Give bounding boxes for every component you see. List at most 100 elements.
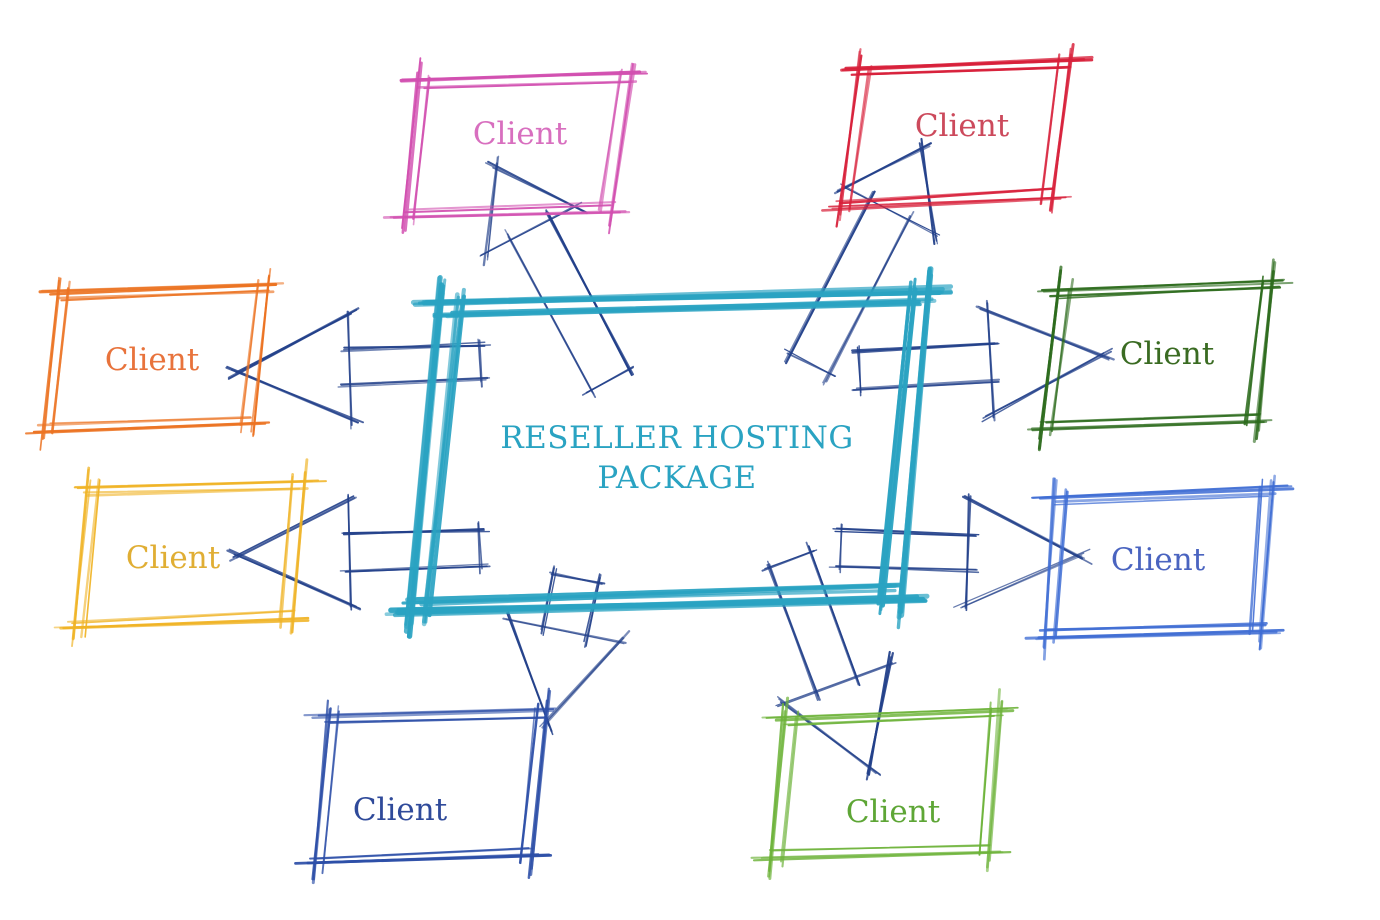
sketch-stroke xyxy=(404,61,423,232)
sketch-stroke xyxy=(519,707,536,865)
client-label: Client xyxy=(1111,542,1206,578)
sketch-stroke xyxy=(783,190,874,363)
client-box-light-green: Client xyxy=(750,688,1019,880)
sketch-stroke xyxy=(608,62,634,227)
sketch-stroke xyxy=(408,201,617,211)
sketch-stroke xyxy=(855,378,1001,390)
sketch-stroke xyxy=(1039,53,1061,206)
sketch-stroke xyxy=(1037,269,1063,450)
sketch-stroke xyxy=(761,707,1009,719)
sketch-stroke xyxy=(852,381,1000,391)
sketch-stroke xyxy=(1042,479,1058,649)
sketch-stroke xyxy=(777,662,897,708)
sketch-stroke xyxy=(880,287,918,608)
sketch-stroke xyxy=(876,286,913,606)
sketch-stroke xyxy=(545,637,625,723)
sketch-stroke xyxy=(60,289,270,302)
sketch-stroke xyxy=(399,70,642,82)
sketch-stroke xyxy=(768,844,990,851)
sketch-stroke xyxy=(311,709,555,719)
client-label: Client xyxy=(105,342,200,378)
sketch-stroke xyxy=(39,279,60,451)
sketch-stroke xyxy=(848,67,870,213)
center-title-line2: PACKAGE xyxy=(597,460,756,496)
sketch-stroke xyxy=(1038,487,1295,500)
sketch-stroke xyxy=(51,287,70,435)
sketch-stroke xyxy=(80,478,100,639)
client-label: Client xyxy=(1120,336,1215,372)
sketch-stroke xyxy=(985,688,1001,873)
sketch-stroke xyxy=(477,522,481,575)
sketch-stroke xyxy=(1024,630,1278,640)
sketch-stroke xyxy=(764,549,818,570)
sketch-stroke xyxy=(964,495,972,609)
sketch-stroke xyxy=(1040,279,1284,292)
sketch-stroke xyxy=(1252,261,1277,443)
sketch-stroke xyxy=(1039,412,1262,423)
sketch-stroke xyxy=(340,377,491,386)
sketch-stroke xyxy=(786,352,837,378)
sketch-stroke xyxy=(1035,632,1282,641)
sketch-stroke xyxy=(432,302,922,318)
sketch-stroke xyxy=(232,495,355,558)
sketch-stroke xyxy=(321,710,340,875)
sketch-stroke xyxy=(977,305,1110,361)
sketch-stroke xyxy=(403,275,443,634)
sketch-stroke xyxy=(424,290,942,305)
sketch-stroke xyxy=(412,76,431,220)
sketch-stroke xyxy=(228,548,357,608)
sketch-stroke xyxy=(828,196,1067,208)
sketch-stroke xyxy=(986,302,995,419)
sketch-stroke xyxy=(766,560,820,697)
sketch-stroke xyxy=(53,619,310,629)
sketch-stroke xyxy=(896,268,933,620)
sketch-stroke xyxy=(858,65,1072,76)
sketch-stroke xyxy=(585,366,634,394)
sketch-stroke xyxy=(347,493,352,608)
sketch-stroke xyxy=(785,190,876,365)
sketch-stroke xyxy=(76,480,327,490)
sketch-stroke xyxy=(303,707,557,717)
sketch-stroke xyxy=(423,81,630,90)
sketch-stroke xyxy=(964,495,1086,559)
sketch-stroke xyxy=(384,597,924,617)
sketch-stroke xyxy=(843,186,941,236)
sketch-stroke xyxy=(343,344,486,349)
client-label: Client xyxy=(353,792,448,828)
sketch-stroke xyxy=(505,618,625,645)
sketch-stroke xyxy=(1245,275,1264,427)
sketch-stroke xyxy=(774,709,1015,722)
sketch-stroke xyxy=(988,699,1004,862)
sketch-stroke xyxy=(807,545,861,687)
sketch-stroke xyxy=(821,197,1062,212)
client-box-blue: Client xyxy=(1024,474,1295,661)
center-title-line1: RESELLER HOSTING xyxy=(500,420,853,456)
sketch-stroke xyxy=(306,853,551,865)
sketch-stroke xyxy=(1258,479,1273,643)
sketch-stroke xyxy=(289,458,309,635)
sketch-stroke xyxy=(235,496,357,559)
sketch-stroke xyxy=(1049,286,1282,298)
sketch-stroke xyxy=(72,468,90,640)
sketch-stroke xyxy=(84,479,101,638)
client-label: Client xyxy=(473,116,568,152)
sketch-stroke xyxy=(1054,490,1069,639)
sketch-stroke xyxy=(780,715,797,863)
sketch-stroke xyxy=(404,204,612,214)
sketch-stroke xyxy=(978,707,993,856)
sketch-stroke xyxy=(841,55,1094,72)
sketch-stroke xyxy=(1046,623,1267,631)
sketch-stroke xyxy=(597,68,623,211)
sketch-stroke xyxy=(805,541,860,686)
sketch-stroke xyxy=(542,568,558,637)
sketch-stroke xyxy=(839,523,843,574)
sketch-stroke xyxy=(835,54,863,228)
sketch-stroke xyxy=(1048,278,1075,437)
sketch-stroke xyxy=(1251,478,1264,632)
sketch-stroke xyxy=(920,137,936,246)
sketch-stroke xyxy=(239,279,260,427)
sketch-stroke xyxy=(835,187,1053,203)
sketch-stroke xyxy=(1031,421,1265,432)
sketch-stroke xyxy=(1052,488,1068,644)
